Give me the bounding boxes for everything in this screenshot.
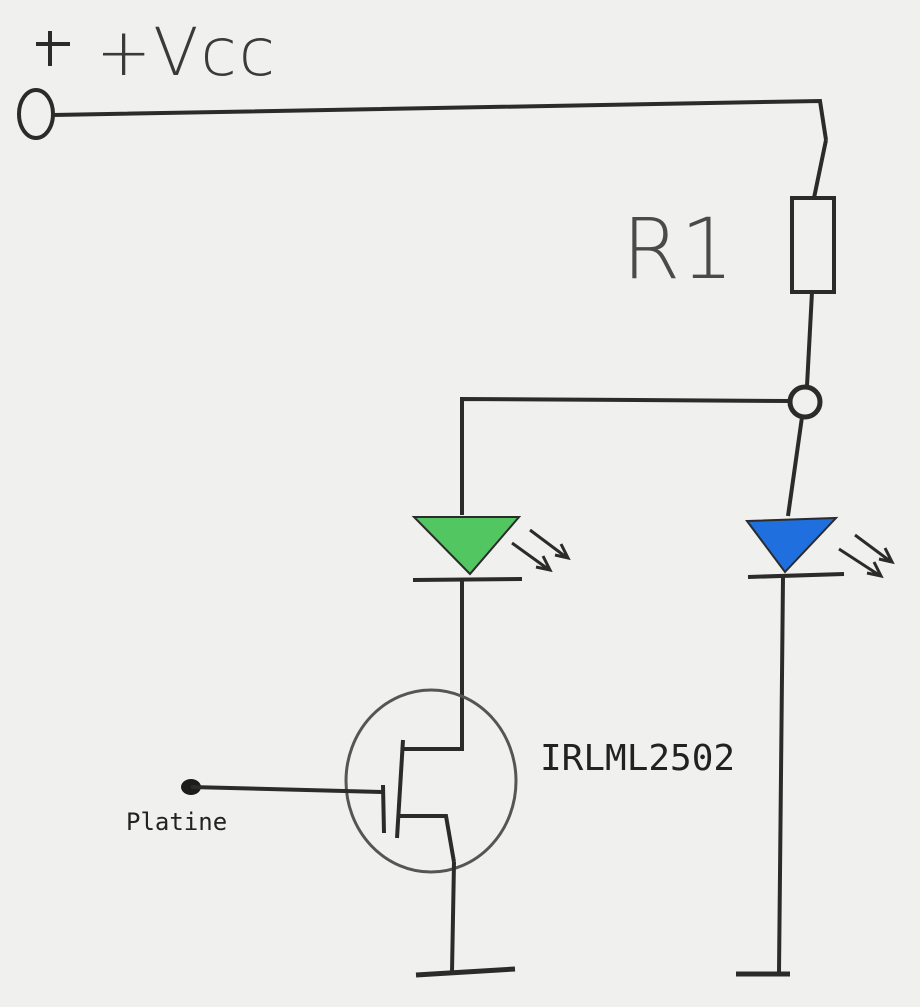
junction-node-icon — [787, 384, 823, 420]
input-label: Platine — [126, 808, 228, 836]
blue-led-to-ground-wire — [777, 576, 785, 973]
green-led-light-arrow-2 — [529, 528, 571, 561]
ground-left-icon — [415, 966, 516, 978]
green-led-cathode-bar — [412, 577, 523, 582]
transistor-label: IRLML2502 — [540, 738, 736, 779]
blue-led-top-wire — [786, 416, 804, 517]
vcc-terminal-icon — [17, 88, 55, 140]
r1-top-wire — [812, 139, 828, 199]
source-to-ground-wire — [450, 861, 456, 973]
mosfet-source-lead — [399, 814, 456, 863]
blue-led-icon — [745, 516, 839, 574]
blue-led-light-arrow-1 — [838, 547, 884, 579]
blue-led-cathode-bar — [747, 572, 845, 579]
resistor-label: R1 — [622, 200, 734, 298]
green-led-icon — [411, 516, 522, 576]
blue-led-light-arrow-2 — [854, 533, 895, 565]
mosfet-body-icon — [344, 688, 518, 874]
vcc-wire — [52, 98, 828, 141]
green-led-branch-wire — [460, 396, 791, 515]
resistor-r1-icon — [790, 196, 836, 294]
r1-bottom-wire — [805, 291, 814, 387]
gate-input-wire — [190, 785, 385, 794]
green-led-light-arrow-1 — [511, 541, 553, 573]
vcc-label: +Vcc — [96, 14, 278, 91]
mosfet-channel — [395, 739, 405, 839]
mosfet-drain-lead — [402, 702, 464, 751]
